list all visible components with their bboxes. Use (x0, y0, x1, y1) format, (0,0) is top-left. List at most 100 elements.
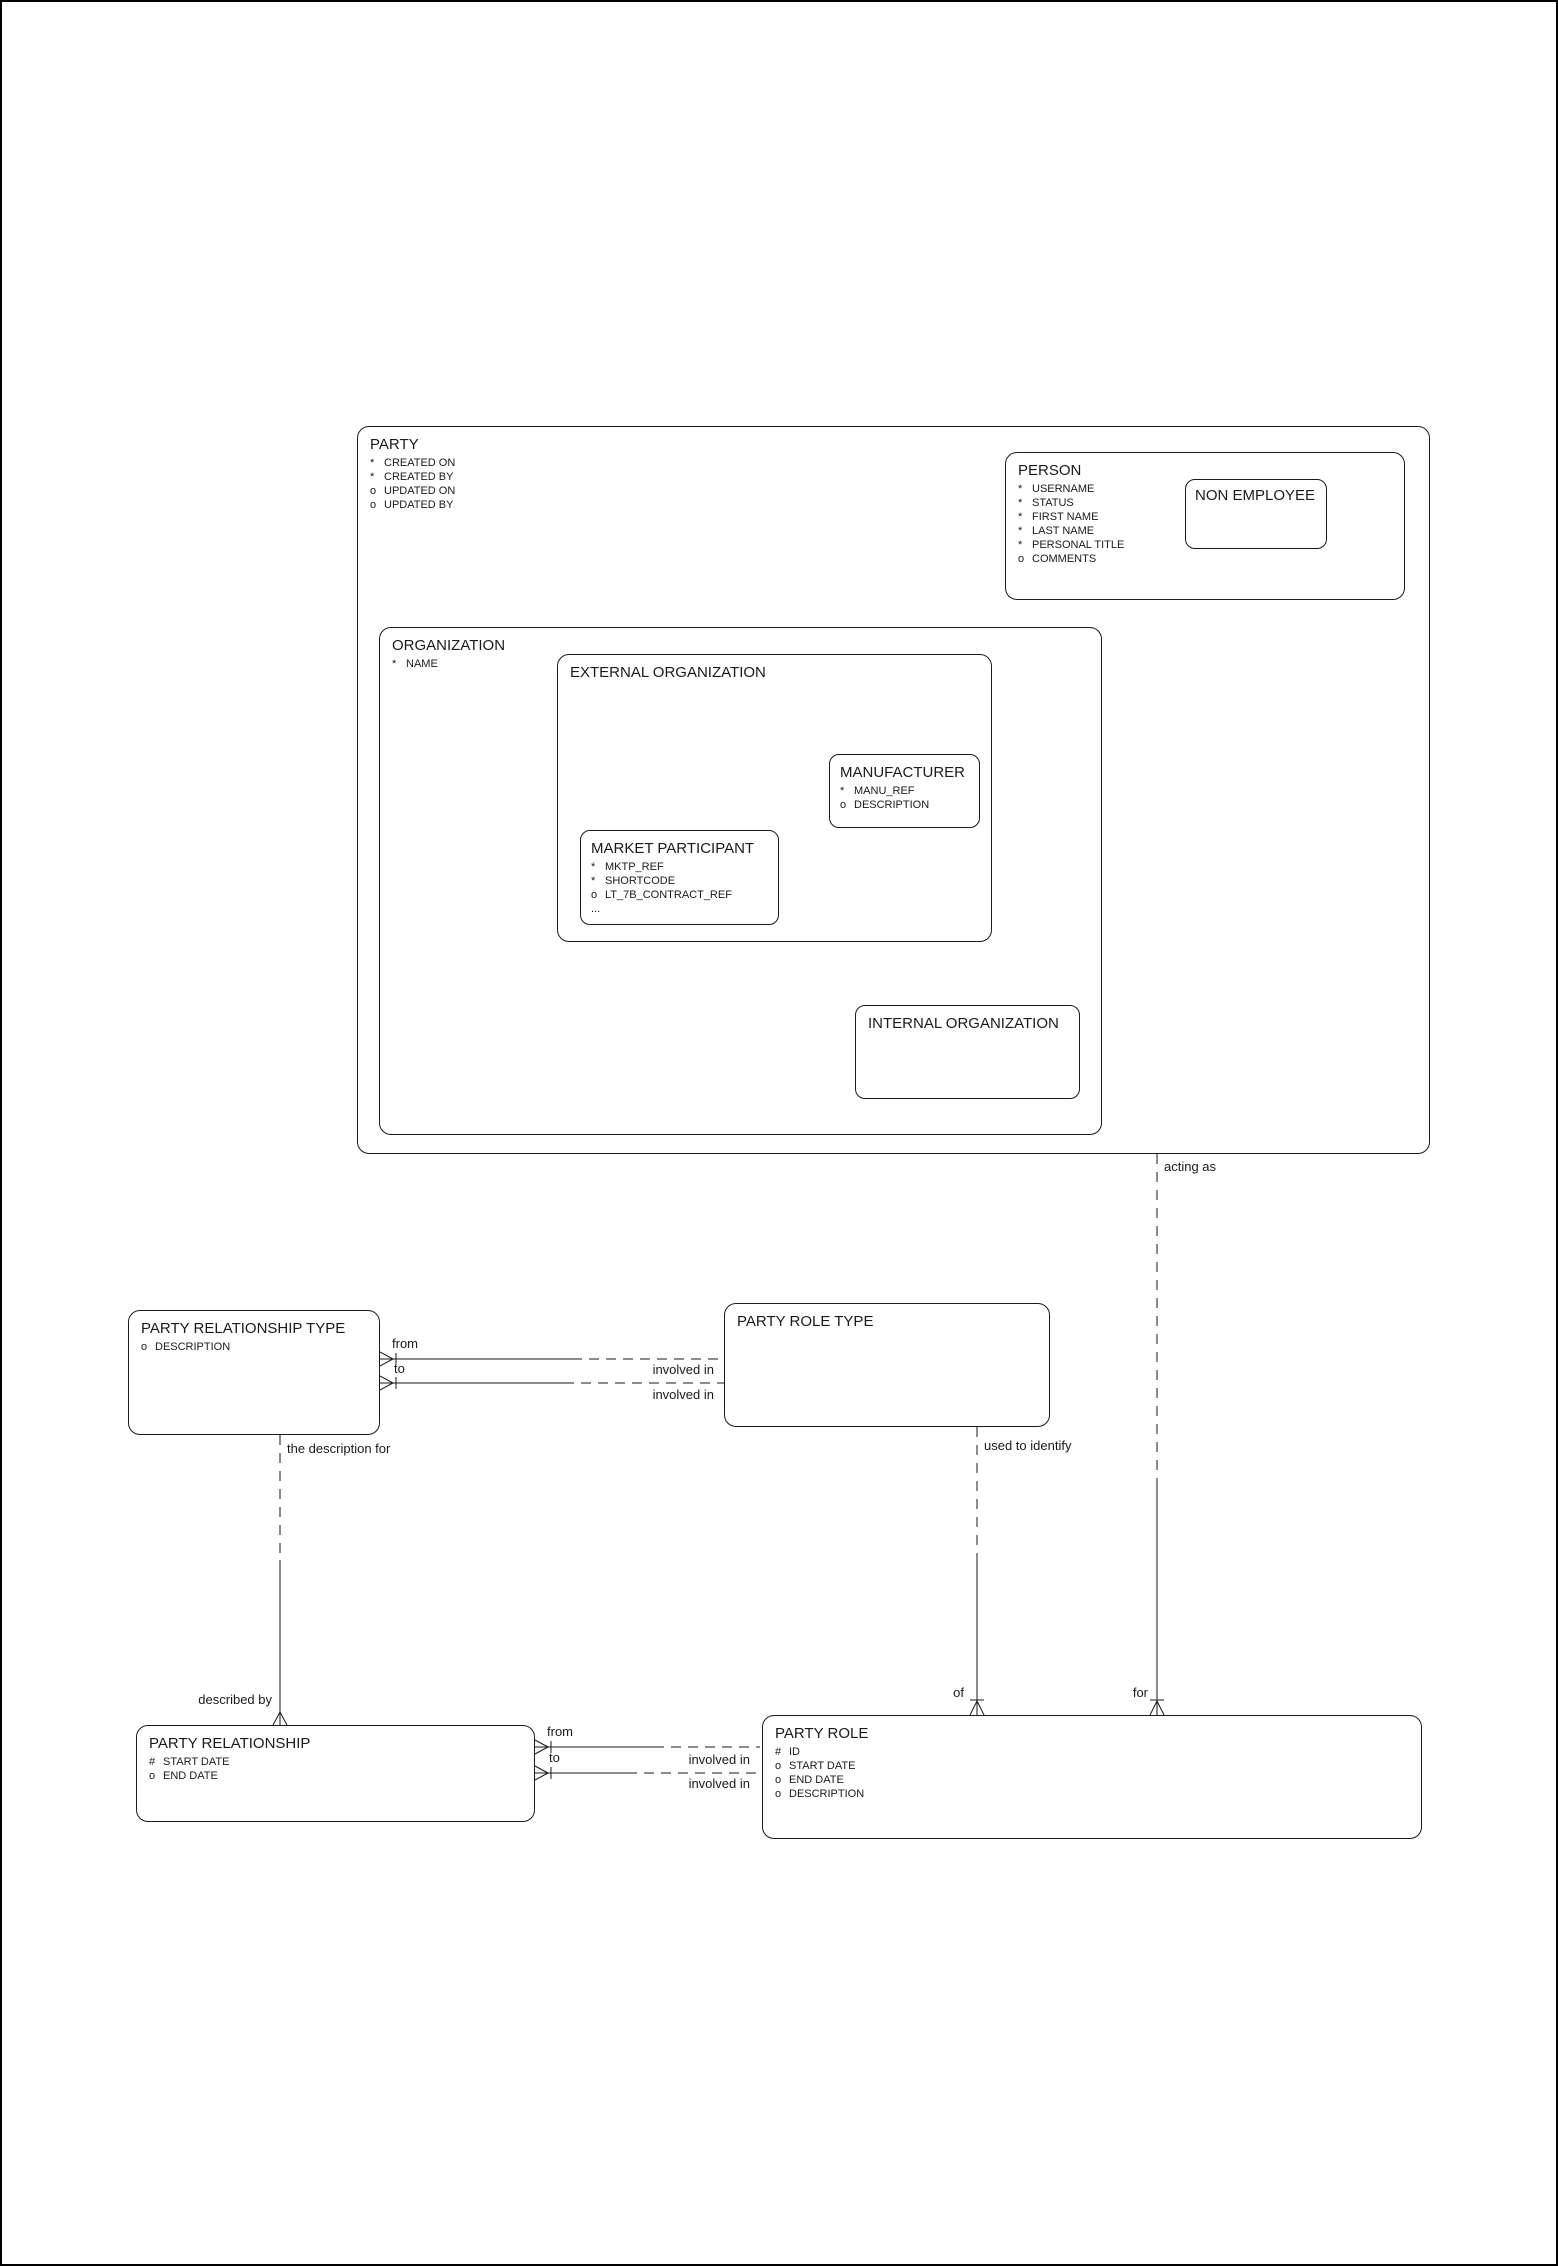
entity-non-employee[interactable]: NON EMPLOYEE (1185, 479, 1327, 549)
attr-marker: * (1018, 511, 1023, 523)
attr-text: END DATE (789, 1774, 844, 1786)
attribute-row: o UPDATED BY (370, 498, 1423, 512)
entity-internal-organization[interactable]: INTERNAL ORGANIZATION (855, 1005, 1080, 1099)
entity-party-role-type[interactable]: PARTY ROLE TYPE (724, 1303, 1050, 1427)
label-pr-from: from (547, 1724, 573, 1739)
attr-marker: o (591, 889, 598, 901)
label-prt-from: from (392, 1336, 418, 1351)
attribute-row: * STATUS (1018, 496, 1398, 510)
attr-text: COMMENTS (1032, 553, 1097, 565)
entity-title: PARTY RELATIONSHIP (149, 1735, 311, 1752)
attr-marker: * (591, 875, 596, 887)
attr-text: PERSONAL TITLE (1032, 539, 1125, 551)
attr-marker: * (392, 658, 397, 670)
attribute-row: * NAME (392, 657, 1095, 671)
attr-marker: * (370, 457, 375, 469)
attribute-row: * PERSONAL TITLE (1018, 538, 1398, 552)
attr-marker: o (370, 499, 377, 511)
attr-marker: o (775, 1760, 782, 1772)
attr-text: DESCRIPTION (155, 1341, 231, 1353)
attr-text: FIRST NAME (1032, 511, 1099, 523)
entity-title: PARTY ROLE TYPE (737, 1313, 874, 1330)
label-pr-involved-in-1: involved in (688, 1752, 750, 1767)
attr-text: LT_7B_CONTRACT_REF (605, 889, 732, 901)
label-the-description-for: the description for (287, 1441, 391, 1456)
attr-marker: o (149, 1770, 156, 1782)
attribute-row: *CREATED BY (370, 470, 1423, 484)
rel-prt-to-crowfoot (379, 1375, 394, 1391)
label-prt-to: to (394, 1361, 405, 1376)
label-for: for (1132, 1685, 1148, 1700)
label-described-by: described by (198, 1692, 272, 1707)
rel-acting-as-crowfoot (1149, 1700, 1165, 1716)
attr-marker: * (1018, 525, 1023, 537)
attr-marker: * (1018, 539, 1023, 551)
rel-prt-from-crowfoot (379, 1351, 394, 1367)
attr-text: UPDATED BY (384, 499, 454, 511)
attribute-row: * LAST NAME (1018, 524, 1398, 538)
label-pr-to: to (549, 1750, 560, 1765)
entity-title: INTERNAL ORGANIZATION (868, 1015, 1059, 1032)
rel-pr-to-crowfoot (534, 1765, 549, 1781)
attr-marker: * (1018, 497, 1023, 509)
attr-text: UPDATED ON (384, 485, 456, 497)
label-acting-as: acting as (1164, 1159, 1217, 1174)
entity-title: PARTY ROLE (775, 1725, 869, 1742)
label-pr-involved-in-2: involved in (688, 1776, 750, 1791)
entity-title: PARTY (370, 436, 419, 453)
attribute-row: o END DATE (775, 1773, 1415, 1787)
attr-marker: o (775, 1774, 782, 1786)
attr-text: END DATE (163, 1770, 218, 1782)
attribute-row: o END DATE (149, 1769, 528, 1783)
entity-party-relationship[interactable]: PARTY RELATIONSHIP # START DATE o END DATE (136, 1725, 535, 1822)
attr-text: START DATE (789, 1760, 856, 1772)
label-of: of (953, 1685, 964, 1700)
attribute-row: * MKTP_REF (591, 860, 772, 874)
attr-text: SHORTCODE (605, 875, 676, 887)
attr-text: MKTP_REF (605, 861, 664, 873)
attr-marker: * (840, 785, 845, 797)
attr-marker: * (370, 471, 375, 483)
attr-marker: * (1018, 483, 1023, 495)
attr-marker: o (840, 799, 847, 811)
attribute-row: # ID (775, 1745, 1415, 1759)
attr-marker: o (370, 485, 377, 497)
attr-text: STATUS (1032, 497, 1074, 509)
attr-marker: * (591, 861, 596, 873)
attr-text: DESCRIPTION (854, 799, 930, 811)
attr-marker: ... (591, 903, 601, 915)
attribute-row: o UPDATED ON (370, 484, 1423, 498)
attr-marker: # (149, 1756, 156, 1768)
attribute-row: *USERNAME (1018, 482, 1398, 496)
entity-title: PERSON (1018, 462, 1082, 479)
entity-title: ORGANIZATION (392, 637, 506, 654)
attribute-row: *CREATED ON (370, 456, 1423, 470)
attr-marker: # (775, 1746, 782, 1758)
entity-title: NON EMPLOYEE (1195, 487, 1316, 504)
attr-text: ID (789, 1746, 800, 1758)
rel-description-for-crowfoot (272, 1711, 288, 1726)
attr-text: START DATE (163, 1756, 230, 1768)
label-prt-involved-in-1: involved in (652, 1362, 714, 1377)
attribute-row: * FIRST NAME (1018, 510, 1398, 524)
attr-marker: o (1018, 553, 1025, 565)
attr-text: LAST NAME (1032, 525, 1095, 537)
attribute-row: ... (591, 902, 772, 916)
entity-title: MANUFACTURER (840, 764, 966, 781)
attr-text: NAME (406, 658, 438, 670)
label-used-to-identify: used to identify (984, 1438, 1072, 1453)
entity-title: PARTY RELATIONSHIP TYPE (141, 1320, 346, 1337)
attribute-row: * SHORTCODE (591, 874, 772, 888)
entity-market-participant[interactable]: MARKET PARTICIPANT *MKTP_REF *SHORTCODE … (580, 830, 779, 925)
attribute-row: o DESCRIPTION (840, 798, 973, 812)
attribute-row: o COMMENTS (1018, 552, 1398, 566)
entity-title: MARKET PARTICIPANT (591, 840, 755, 857)
entity-title: EXTERNAL ORGANIZATION (570, 664, 766, 681)
rel-pr-from-crowfoot (534, 1739, 549, 1755)
